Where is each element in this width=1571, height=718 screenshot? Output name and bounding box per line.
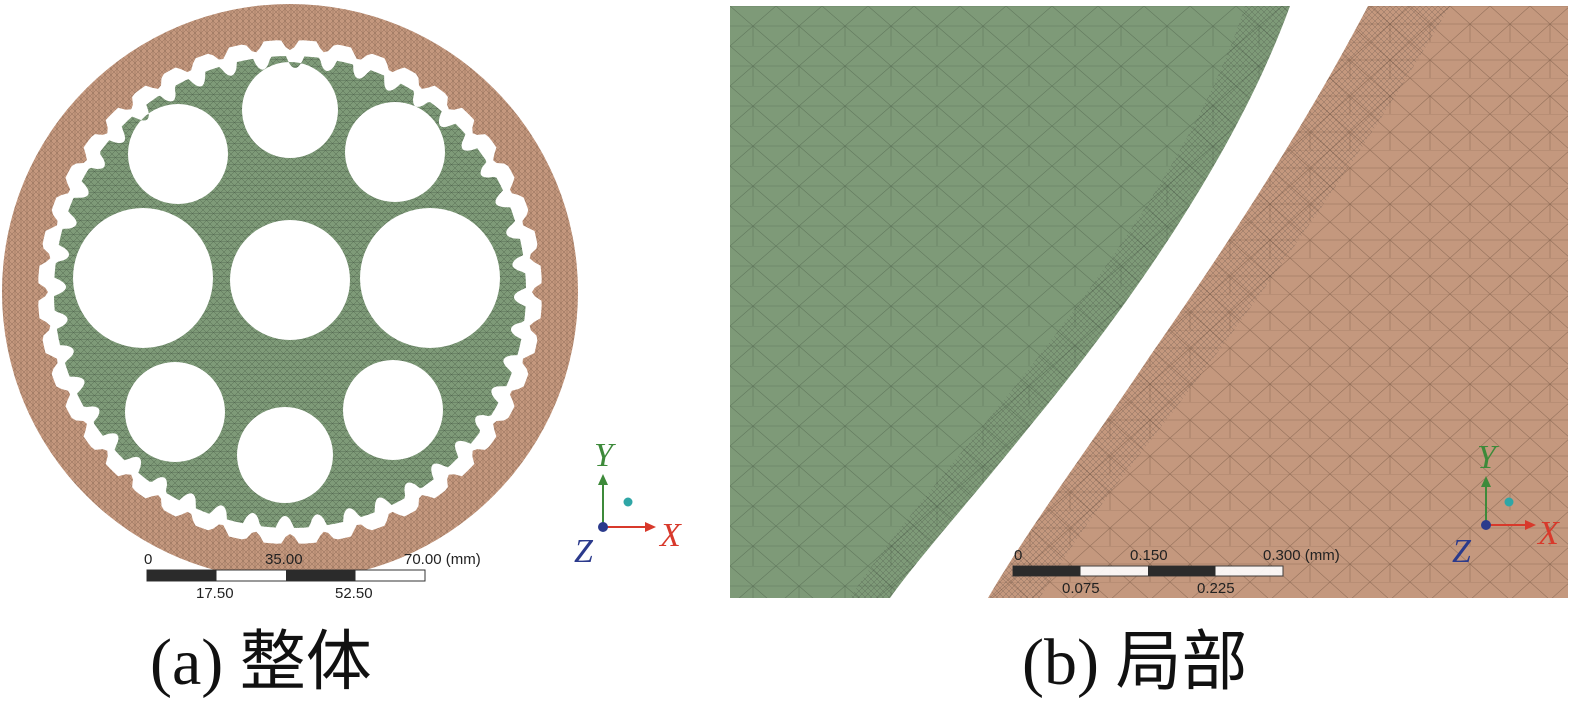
scale-bar: 0 35.00 70.00 (mm) 17.50 52.50 (144, 551, 481, 602)
scale-bar: 0 0.150 0.300 (mm) 0.075 0.225 (1012, 547, 1340, 597)
axis-triad: X Y Z (574, 437, 682, 570)
axis-y-label: Y (594, 437, 616, 474)
overall-mesh-view: 0 35.00 70.00 (mm) 17.50 52.50 X Y Z (2, 4, 682, 602)
axis-y-label: Y (1477, 439, 1499, 476)
gear-tooth-region (730, 6, 1290, 598)
ring-gear (2, 4, 578, 580)
scale-label: 0.225 (1197, 580, 1235, 597)
caption: (a) 整体 (150, 626, 372, 699)
scale-label: 0.150 (1130, 547, 1168, 564)
scale-label: 35.00 (265, 551, 303, 568)
scale-label: 17.50 (196, 585, 234, 602)
panel-local: 0 0.150 0.300 (mm) 0.075 0.225 X Y Z (730, 6, 1568, 598)
axis-z-label: Z (574, 533, 594, 570)
inner-gear (54, 56, 526, 528)
axis-x-label: X (658, 517, 682, 554)
scale-label: 0 (144, 551, 152, 568)
scale-label: 70.00 (mm) (404, 551, 481, 568)
axis-x-label: X (1536, 515, 1560, 552)
local-mesh-view: 0 0.150 0.300 (mm) 0.075 0.225 X Y Z (730, 6, 1568, 598)
ring-tooth-region (988, 6, 1568, 598)
axis-triad: X Y Z (1452, 439, 1560, 570)
panel-overall: 0 35.00 70.00 (mm) 17.50 52.50 X Y Z (a)… (0, 0, 720, 713)
scale-label: 0 (1014, 547, 1022, 564)
caption: (b) 局部 (1022, 626, 1248, 699)
scale-label: 52.50 (335, 585, 373, 602)
scale-label: 0.075 (1062, 580, 1100, 597)
axis-z-label: Z (1452, 533, 1472, 570)
scale-label: 0.300 (mm) (1263, 547, 1340, 564)
